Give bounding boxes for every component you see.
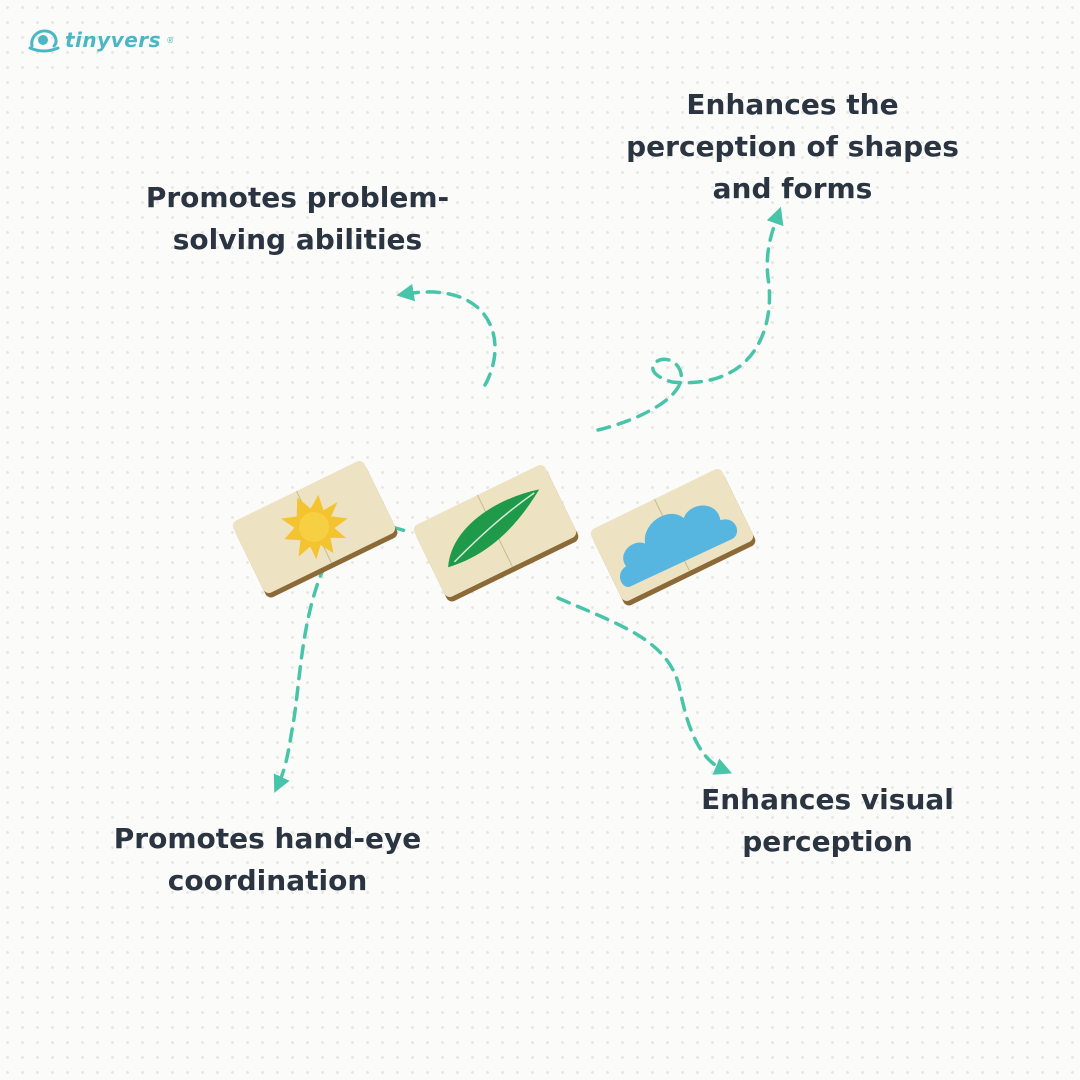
- benefit-line: Promotes problem-: [145, 181, 450, 214]
- leaf-icon: [448, 489, 540, 568]
- benefit-problem-solving: Promotes problem- solving abilities: [140, 177, 455, 261]
- benefit-visual-perception: Enhances visual perception: [690, 779, 965, 863]
- benefit-hand-eye: Promotes hand-eye coordination: [105, 818, 430, 902]
- puzzle-leaf: [413, 465, 579, 602]
- tinyvers-logo-icon: [28, 29, 60, 53]
- brand-name: tinyvers: [65, 28, 162, 52]
- cloud-icon: [619, 505, 738, 587]
- brand-logo: tinyvers ®: [28, 26, 174, 54]
- benefit-line: and forms: [712, 172, 873, 205]
- sun-icon: [280, 494, 348, 560]
- benefit-line: perception of shapes: [626, 130, 959, 163]
- benefit-line: Enhances visual: [701, 783, 954, 816]
- arrow-problem-solving: [396, 283, 497, 387]
- benefit-line: Enhances the: [686, 88, 899, 121]
- arrow-visual-perception: [556, 596, 733, 775]
- arrow-shapes-forms: [596, 206, 784, 432]
- registered-mark: ®: [166, 35, 175, 45]
- benefit-line: solving abilities: [172, 223, 423, 256]
- benefit-shapes-forms: Enhances the perception of shapes and fo…: [620, 84, 965, 210]
- puzzle-cloud: [590, 469, 756, 606]
- benefit-line: Promotes hand-eye: [113, 822, 422, 855]
- benefit-line: coordination: [167, 864, 368, 897]
- arrow-hand-eye: [273, 563, 327, 793]
- benefit-line: perception: [742, 825, 913, 858]
- puzzle-sun: [232, 461, 398, 598]
